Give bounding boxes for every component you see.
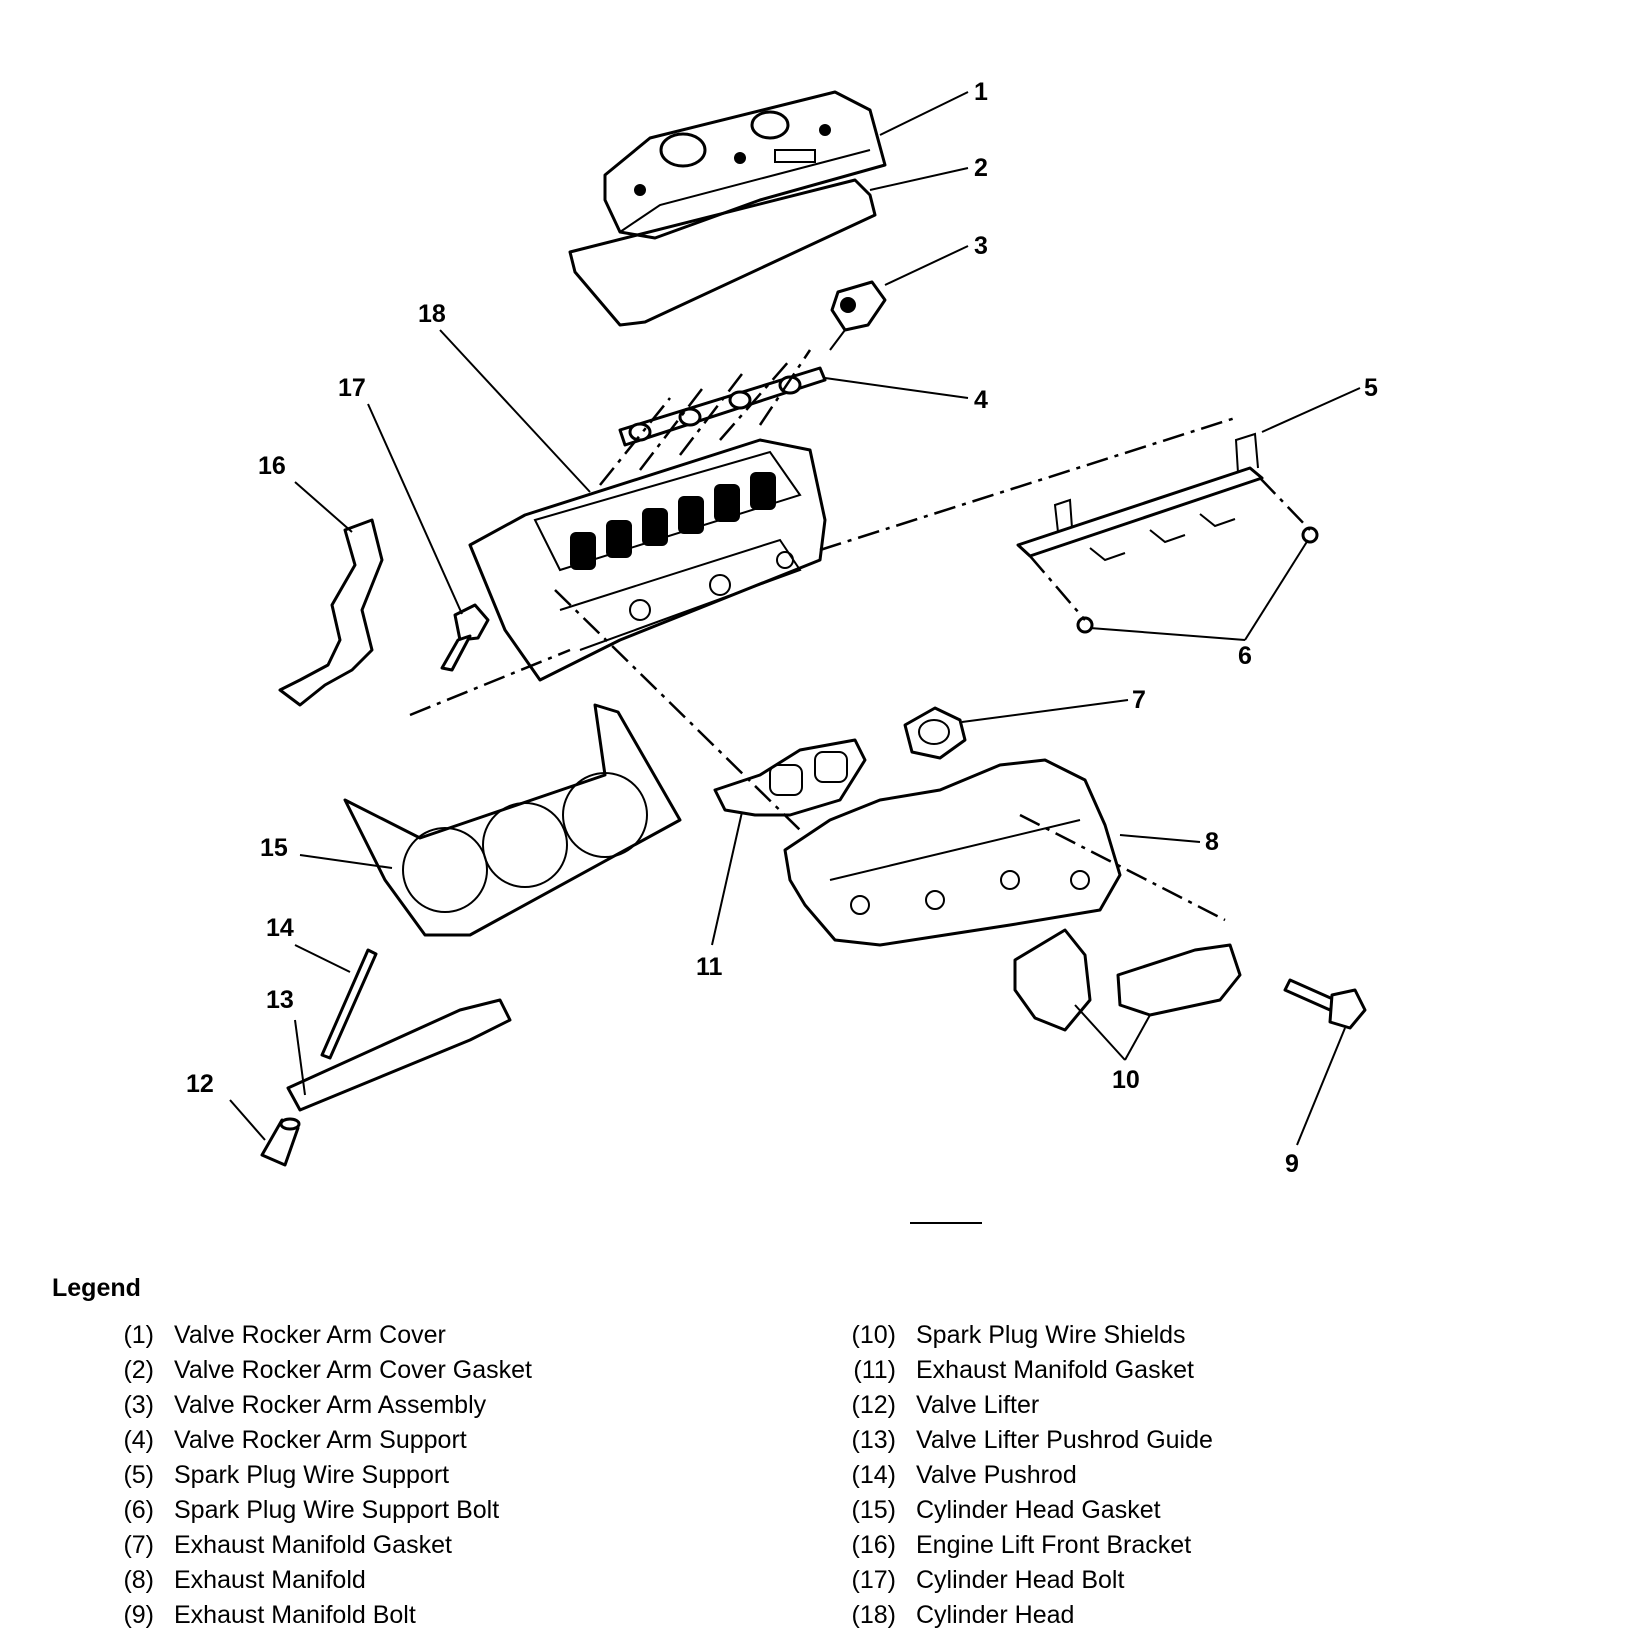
callout-14: 14 bbox=[266, 914, 294, 942]
callout-9: 9 bbox=[1285, 1150, 1299, 1178]
legend-item: (3) Valve Rocker Arm Assembly bbox=[112, 1388, 532, 1423]
legend-right-column: (10) Spark Plug Wire Shields (11) Exhaust … bbox=[840, 1318, 1213, 1633]
legend-item-label: Valve Pushrod bbox=[916, 1461, 1077, 1489]
callout-8: 8 bbox=[1205, 828, 1219, 856]
cylinder-head-bolt bbox=[409, 603, 571, 717]
callout-16: 16 bbox=[258, 452, 286, 480]
exhaust-manifold-bolt bbox=[1283, 978, 1367, 1030]
legend-item-number: (5) bbox=[123, 1461, 154, 1489]
legend-item-label: Exhaust Manifold bbox=[174, 1566, 366, 1594]
valve-lifter-pushrod-guide bbox=[286, 998, 512, 1112]
spark-plug-wire-support bbox=[1016, 432, 1264, 562]
legend-item: (13) Valve Lifter Pushrod Guide bbox=[840, 1423, 1213, 1458]
legend-item: (11) Exhaust Manifold Gasket bbox=[840, 1353, 1213, 1388]
legend-item-label: Exhaust Manifold Gasket bbox=[174, 1531, 452, 1559]
legend-item-number: (12) bbox=[851, 1391, 896, 1419]
legend-item: (4) Valve Rocker Arm Support bbox=[112, 1423, 532, 1458]
legend-item-label: Cylinder Head Bolt bbox=[916, 1566, 1125, 1594]
callout-4: 4 bbox=[974, 386, 988, 414]
legend-item: (10) Spark Plug Wire Shields bbox=[840, 1318, 1213, 1353]
spark-plug-wire-shields bbox=[1013, 928, 1242, 1032]
legend-item: (1) Valve Rocker Arm Cover bbox=[112, 1318, 532, 1353]
legend-item: (2) Valve Rocker Arm Cover Gasket bbox=[112, 1353, 532, 1388]
legend-item: (8) Exhaust Manifold bbox=[112, 1563, 532, 1598]
legend-item-label: Spark Plug Wire Support bbox=[174, 1461, 450, 1489]
callout-7: 7 bbox=[1132, 686, 1146, 714]
callout-1: 1 bbox=[974, 78, 988, 106]
legend-left-column: (1) Valve Rocker Arm Cover (2) Valve Rocke… bbox=[112, 1318, 532, 1633]
leader-lines bbox=[229, 91, 1361, 1146]
callout-5: 5 bbox=[1364, 374, 1378, 402]
legend-item-number: (16) bbox=[851, 1531, 896, 1559]
legend-item-label: Cylinder Head bbox=[916, 1601, 1075, 1629]
valve-pushrod bbox=[320, 948, 378, 1060]
legend-item-label: Exhaust Manifold Bolt bbox=[174, 1601, 416, 1629]
legend-item-number: (17) bbox=[851, 1566, 896, 1594]
spark-plug-wire-support-bolts bbox=[1029, 477, 1319, 634]
legend-item: (17) Cylinder Head Bolt bbox=[840, 1563, 1213, 1598]
legend-item: (12) Valve Lifter bbox=[840, 1388, 1213, 1423]
callout-2: 2 bbox=[974, 154, 988, 182]
legend-item-number: (13) bbox=[851, 1426, 896, 1454]
valve-lifter bbox=[260, 1117, 301, 1167]
cylinder-head bbox=[468, 438, 827, 682]
legend-item-number: (3) bbox=[123, 1391, 154, 1419]
legend-item: (7) Exhaust Manifold Gasket bbox=[112, 1528, 532, 1563]
legend-item: (9) Exhaust Manifold Bolt bbox=[112, 1598, 532, 1633]
legend-item-label: Exhaust Manifold Gasket bbox=[916, 1356, 1194, 1384]
legend-item: (14) Valve Pushrod bbox=[840, 1458, 1213, 1493]
valve-rocker-arm-cover-gasket bbox=[568, 178, 877, 327]
legend-title: Legend bbox=[52, 1274, 141, 1302]
exploded-parts-diagram: 1 2 3 4 5 6 7 8 9 10 11 12 13 14 15 16 1… bbox=[186, 78, 1378, 1178]
valve-rocker-arm-assembly bbox=[829, 280, 887, 351]
valve-rocker-arm-supports bbox=[599, 349, 827, 486]
callout-17: 17 bbox=[338, 374, 366, 402]
exhaust-manifold-gasket-7 bbox=[903, 706, 967, 760]
legend-item: (5) Spark Plug Wire Support bbox=[112, 1458, 532, 1493]
cylinder-head-gasket bbox=[343, 703, 682, 937]
legend-item-number: (2) bbox=[123, 1356, 154, 1384]
callout-11: 11 bbox=[696, 953, 723, 981]
callout-12: 12 bbox=[186, 1070, 214, 1098]
callout-18: 18 bbox=[418, 300, 446, 328]
exhaust-manifold-gasket-11 bbox=[554, 589, 867, 831]
legend-item-number: (14) bbox=[851, 1461, 896, 1489]
legend-item: (18) Cylinder Head bbox=[840, 1598, 1213, 1633]
callout-13: 13 bbox=[266, 986, 294, 1014]
callout-6: 6 bbox=[1238, 642, 1252, 670]
legend-item-label: Valve Rocker Arm Support bbox=[174, 1426, 467, 1454]
legend-item-label: Valve Lifter bbox=[916, 1391, 1040, 1419]
legend-item-number: (8) bbox=[123, 1566, 154, 1594]
legend-item-number: (10) bbox=[851, 1321, 896, 1349]
legend-item: (6) Spark Plug Wire Support Bolt bbox=[112, 1493, 532, 1528]
legend-item-number: (11) bbox=[853, 1356, 896, 1384]
legend-item-number: (4) bbox=[123, 1426, 154, 1454]
legend-item: (15) Cylinder Head Gasket bbox=[840, 1493, 1213, 1528]
legend-item-label: Valve Lifter Pushrod Guide bbox=[916, 1426, 1213, 1454]
valve-rocker-arm-cover bbox=[603, 90, 887, 240]
legend-item-label: Valve Rocker Arm Cover bbox=[174, 1321, 446, 1349]
legend-item-label: Valve Rocker Arm Assembly bbox=[174, 1391, 487, 1419]
separator-rule bbox=[910, 1222, 982, 1224]
legend-item-label: Cylinder Head Gasket bbox=[916, 1496, 1161, 1524]
legend-item-label: Engine Lift Front Bracket bbox=[916, 1531, 1192, 1559]
legend-item-number: (9) bbox=[123, 1601, 154, 1629]
legend-item-label: Spark Plug Wire Support Bolt bbox=[174, 1496, 500, 1524]
callout-10: 10 bbox=[1112, 1066, 1140, 1094]
callout-15: 15 bbox=[260, 834, 288, 862]
legend-item-label: Spark Plug Wire Shields bbox=[916, 1321, 1186, 1349]
exhaust-manifold bbox=[783, 758, 1122, 947]
legend-item-number: (6) bbox=[123, 1496, 154, 1524]
engine-lift-front-bracket bbox=[278, 518, 384, 707]
callout-labels: 1 2 3 4 5 6 7 8 9 10 11 12 13 14 15 16 1… bbox=[186, 78, 1378, 1178]
legend-item-number: (15) bbox=[851, 1496, 896, 1524]
legend-item: (16) Engine Lift Front Bracket bbox=[840, 1528, 1213, 1563]
legend-item-number: (7) bbox=[123, 1531, 154, 1559]
callout-3: 3 bbox=[974, 232, 988, 260]
legend-item-label: Valve Rocker Arm Cover Gasket bbox=[174, 1356, 532, 1384]
legend-item-number: (18) bbox=[851, 1601, 896, 1629]
legend-item-number: (1) bbox=[123, 1321, 154, 1349]
